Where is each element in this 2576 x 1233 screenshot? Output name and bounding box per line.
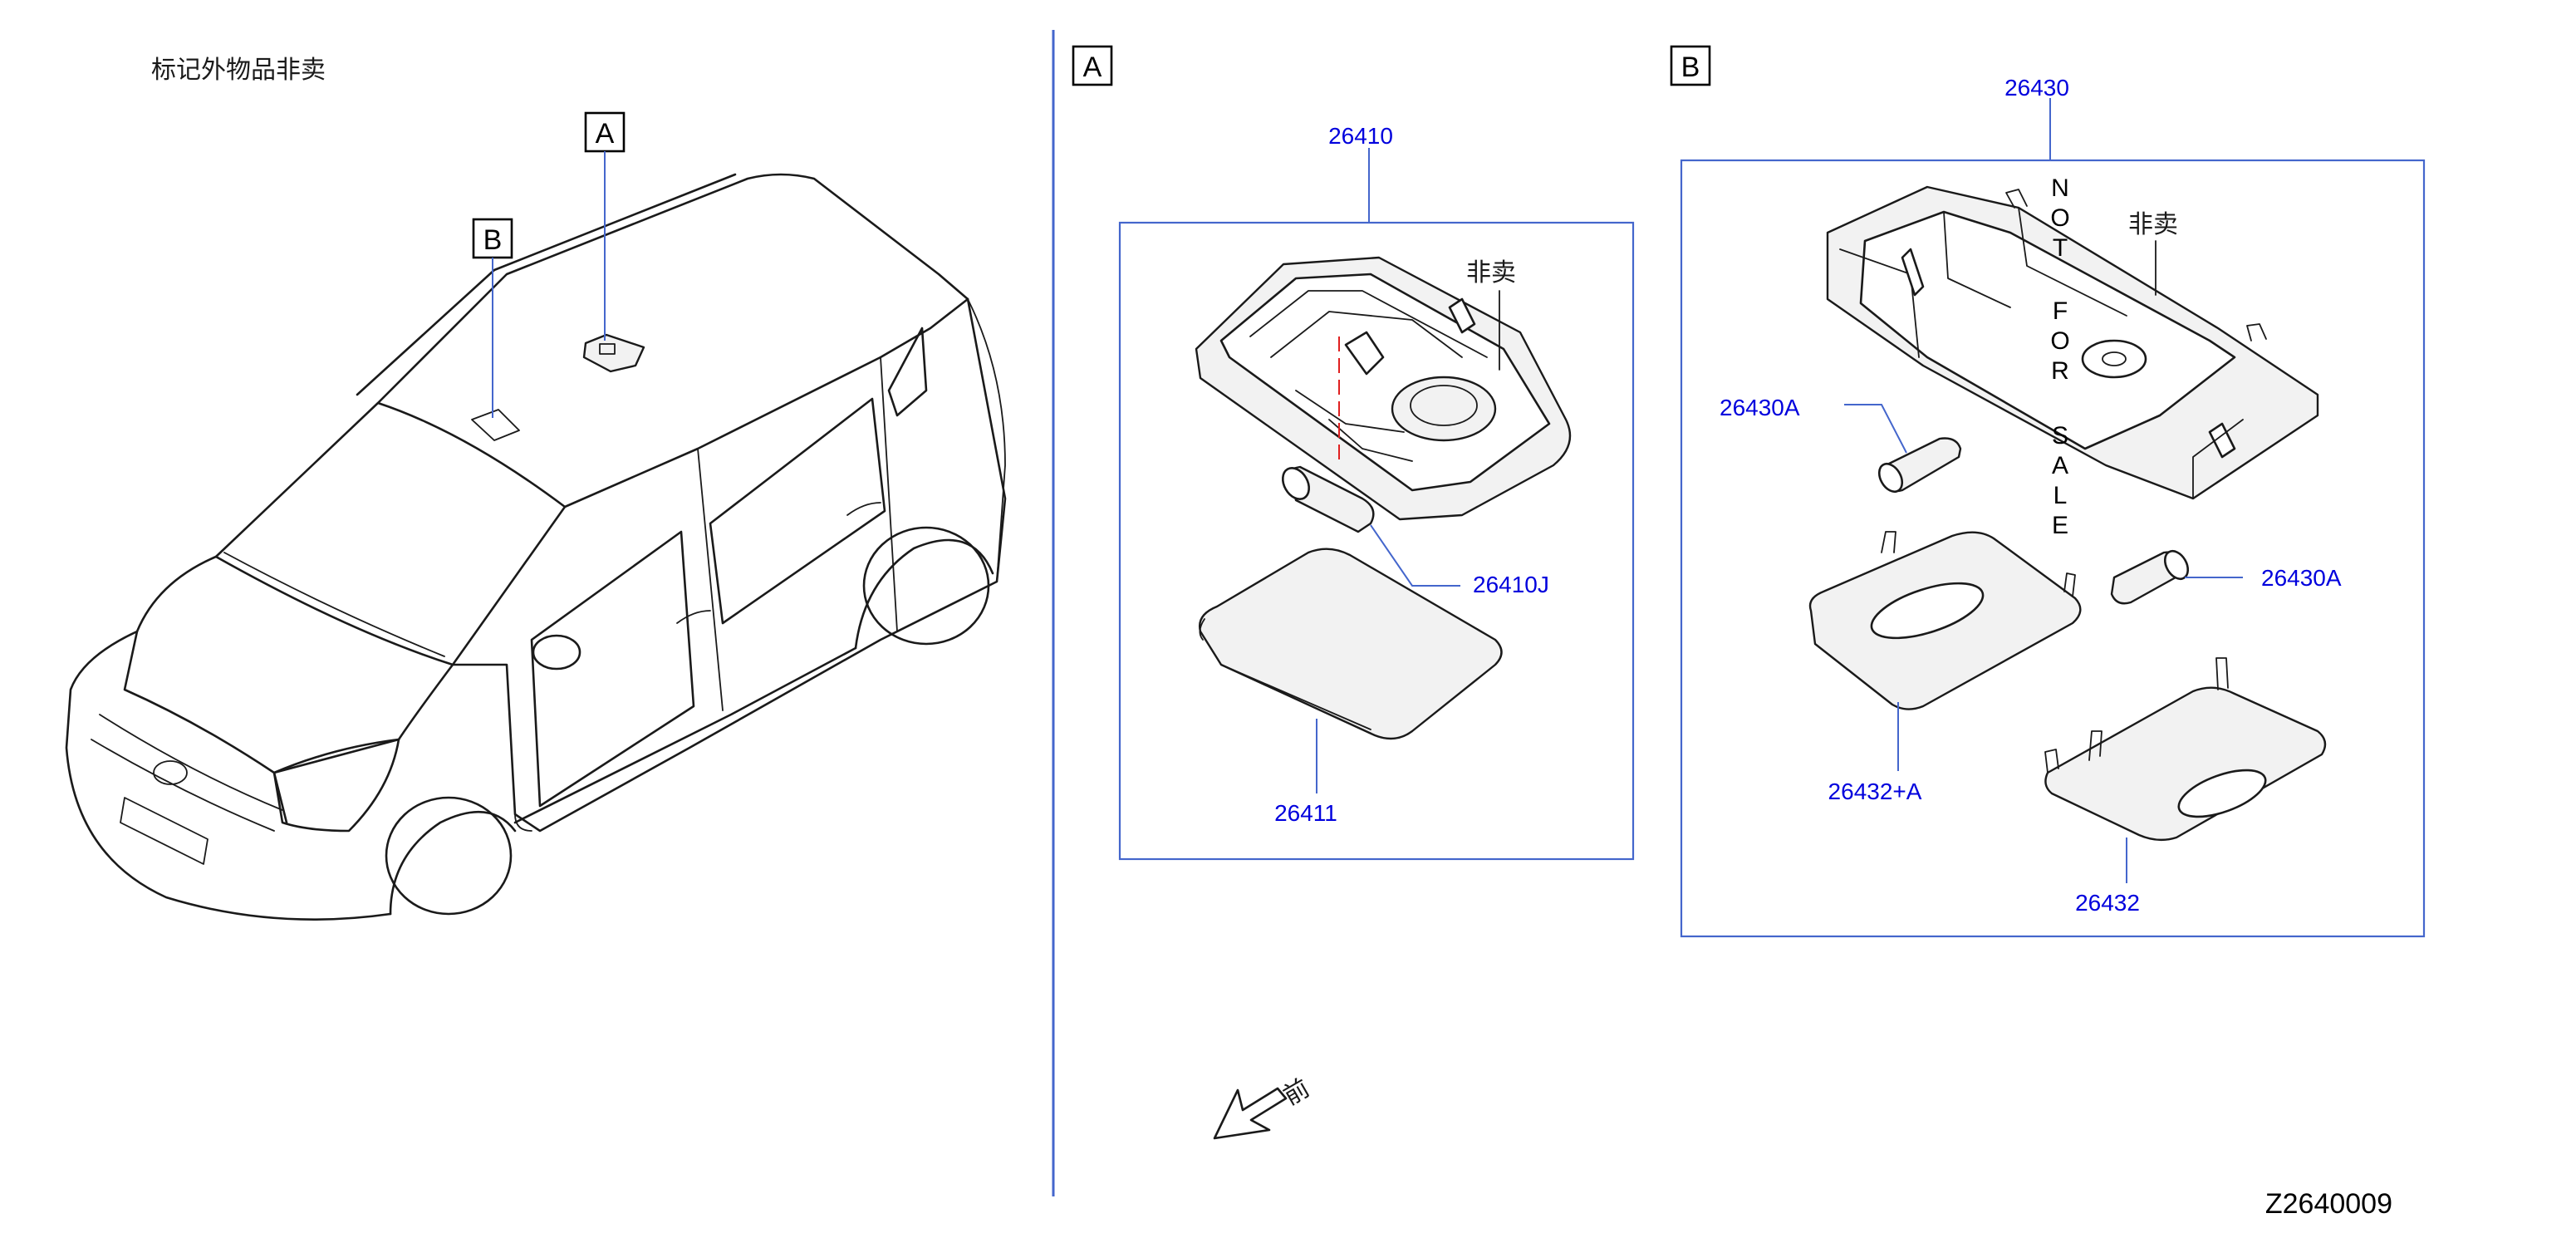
lamp-housing-26410 xyxy=(1195,256,1572,521)
bulb-26430A-right xyxy=(2110,549,2190,605)
front-arrow-icon xyxy=(1213,1087,1288,1140)
lens-26432 xyxy=(2044,657,2327,842)
not-for-sale-a: 非卖 xyxy=(1466,258,1516,287)
roof-lamp-marker-b xyxy=(471,409,520,441)
part-number-26411: 26411 xyxy=(1274,800,1337,826)
svg-text:N: N xyxy=(2051,174,2069,202)
callout-b-car: B xyxy=(472,218,513,418)
svg-text:T: T xyxy=(2053,234,2068,262)
diagram-code: Z2640009 xyxy=(2265,1188,2392,1220)
part-number-26432A: 26432+A xyxy=(1828,779,1922,804)
section-a-frame xyxy=(1118,221,1635,861)
svg-text:L: L xyxy=(2053,482,2068,509)
svg-text:O: O xyxy=(2050,204,2069,232)
section-a-label: A xyxy=(1072,45,1113,86)
section-b-frame xyxy=(1680,159,2426,938)
svg-text:E: E xyxy=(2052,512,2068,539)
svg-text:B: B xyxy=(1681,52,1700,83)
part-number-26430A-left: 26430A xyxy=(1720,395,1800,420)
bulb-26430A-left xyxy=(1877,437,1962,494)
part-number-26432: 26432 xyxy=(2075,890,2140,916)
svg-text:A: A xyxy=(2052,452,2068,479)
svg-text:A: A xyxy=(596,118,615,150)
bulb-26410J xyxy=(1281,465,1375,533)
not-for-sale-b: 非卖 xyxy=(2128,210,2178,239)
not-for-sale-note: 标记外物品非卖 xyxy=(151,56,326,85)
section-b-label: B xyxy=(1670,45,1711,86)
lens-26411 xyxy=(1199,548,1503,740)
front-label: 前 xyxy=(1278,1073,1314,1111)
not-for-sale-stamp: N O T F O R S A L E xyxy=(2050,174,2069,539)
svg-text:S: S xyxy=(2052,422,2068,449)
part-number-26430A-right: 26430A xyxy=(2261,565,2342,591)
svg-text:B: B xyxy=(483,224,503,256)
part-number-26410: 26410 xyxy=(1328,123,1393,149)
part-number-26410J: 26410J xyxy=(1473,572,1549,597)
lens-26432A xyxy=(1808,531,2082,710)
svg-text:F: F xyxy=(2053,297,2068,325)
svg-text:R: R xyxy=(2051,357,2069,385)
roof-lamp-marker-a xyxy=(582,333,645,373)
svg-text:O: O xyxy=(2050,327,2069,355)
callout-a-car: A xyxy=(584,111,626,341)
svg-text:A: A xyxy=(1083,52,1102,83)
lamp-housing-26430 xyxy=(1826,185,2319,500)
vehicle-illustration xyxy=(65,173,1007,921)
part-number-26430: 26430 xyxy=(2004,75,2069,101)
